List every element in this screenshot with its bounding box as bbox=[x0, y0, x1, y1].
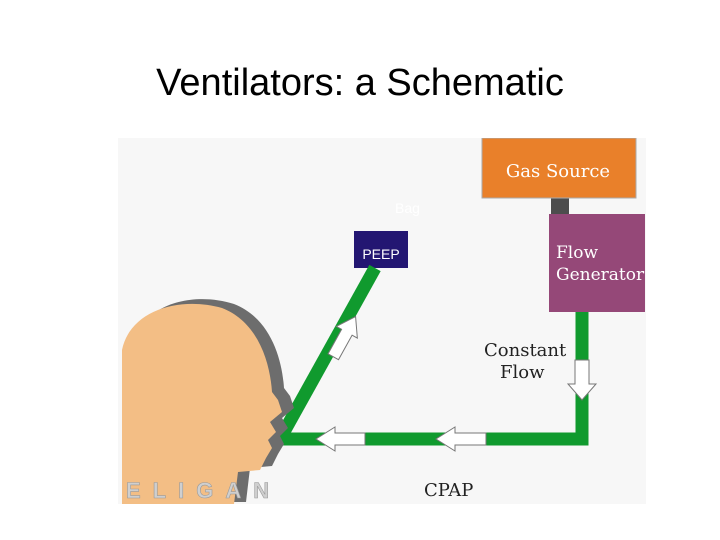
gas-source-label: Gas Source bbox=[506, 161, 610, 182]
patient-head bbox=[122, 299, 294, 504]
schematic-svg: Gas Source Flow Generator Bag PEEP bbox=[118, 138, 646, 504]
bag-label: Bag bbox=[395, 200, 420, 216]
ventilator-schematic: Gas Source Flow Generator Bag PEEP bbox=[118, 138, 646, 504]
flow-generator-box bbox=[549, 214, 645, 312]
flow-generator-label-line1: Flow bbox=[556, 243, 598, 263]
peep-label: PEEP bbox=[362, 246, 399, 262]
flow-generator-label-line2: Generator bbox=[556, 265, 645, 285]
arrow-left-icon bbox=[315, 426, 366, 452]
peep-box bbox=[354, 231, 408, 268]
head-face bbox=[122, 303, 282, 504]
constant-flow-label-line2: Flow bbox=[500, 362, 545, 383]
constant-flow-label-line1: Constant bbox=[484, 340, 567, 361]
arrow-up-right-icon bbox=[327, 315, 358, 361]
arrow-left-icon bbox=[435, 426, 487, 452]
tubing bbox=[274, 264, 589, 446]
gas-source-box bbox=[481, 138, 637, 199]
gas-connector bbox=[551, 196, 569, 216]
inspiratory-tube bbox=[280, 312, 589, 446]
flow-arrows bbox=[315, 315, 598, 452]
arrow-down-icon bbox=[566, 359, 598, 401]
expiratory-tube bbox=[274, 264, 381, 443]
eligan-logo: ELIGAN bbox=[126, 478, 281, 503]
cpap-label: CPAP bbox=[424, 480, 473, 501]
slide-title: Ventilators: a Schematic bbox=[156, 62, 564, 104]
